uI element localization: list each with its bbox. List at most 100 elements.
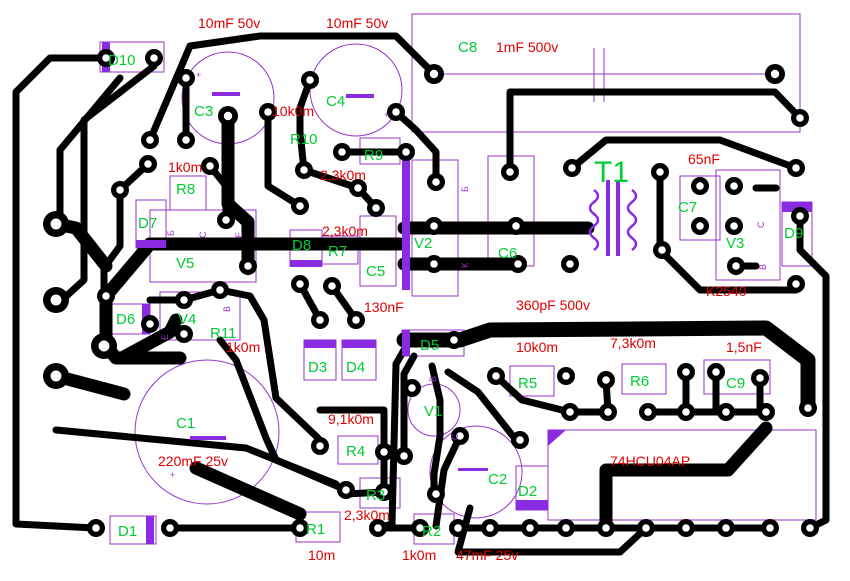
pad-drill-hole: [682, 408, 690, 416]
pad-drill-hole: [222, 216, 230, 224]
value-labels: 10mF 50v 10mF 50v 1mF 500v 10k0m 1k0m 2,…: [158, 15, 762, 563]
label-v2: V2: [414, 235, 432, 252]
t1-secondary-coil: [626, 189, 638, 251]
value-ic: 74HCU04AP: [610, 453, 690, 469]
pad-drill-hole: [296, 280, 304, 288]
trace-v1-center: [428, 362, 444, 498]
pad-drill-hole: [146, 320, 154, 328]
pad-drill-hole: [722, 524, 730, 532]
label-d8: D8: [292, 237, 311, 254]
pad-drill-hole: [50, 370, 62, 382]
value-r2: 1k0m: [402, 547, 436, 563]
c1-polarity-bar: [190, 436, 226, 440]
value-c5: 130nF: [364, 299, 404, 315]
pad-drill-hole: [316, 442, 324, 450]
pad-drill-hole: [770, 69, 780, 79]
pad-drill-hole: [306, 76, 314, 84]
pad-drill-hole: [456, 432, 464, 440]
pin-v5-c: С: [198, 231, 208, 238]
value-c3: 10mF 50v: [198, 15, 260, 31]
pad-drill-hole: [338, 148, 346, 156]
value-r1: 10m: [308, 547, 335, 563]
r6-outline: [621, 363, 667, 395]
d5-band: [402, 330, 410, 356]
pad-drill-hole: [216, 286, 224, 294]
trace-top-supply: [146, 32, 438, 144]
label-d7: D7: [138, 215, 157, 232]
pad-drill-hole: [352, 316, 360, 324]
pin-v5-e: Е: [234, 232, 244, 238]
pad-drill-hole: [602, 524, 610, 532]
pad-drill-hole: [562, 372, 570, 380]
pad-drill-hole: [806, 524, 814, 532]
label-c4: C4: [326, 93, 345, 110]
pad-drill-hole: [682, 368, 690, 376]
pad-drill-hole: [316, 316, 324, 324]
value-r8: 1k0m: [168, 159, 202, 175]
pad-drill-hole: [150, 54, 158, 62]
value-r7: 2,3k0m: [322, 223, 368, 239]
pad-drill-hole: [512, 222, 520, 230]
c3-polarity-bar: [212, 92, 240, 96]
trace-r4: [316, 406, 388, 456]
value-c9: 1,5nF: [726, 339, 762, 355]
pad-drill-hole: [264, 108, 272, 116]
label-r11: R11: [210, 325, 236, 342]
pad-drill-hole: [696, 222, 704, 230]
pad-drill-hole: [372, 204, 380, 212]
v3-outline: [715, 169, 781, 281]
label-r7: R7: [328, 243, 347, 260]
value-c2: 47mF 25v: [456, 547, 518, 563]
value-c4: 10mF 50v: [326, 15, 388, 31]
label-c6: C6: [498, 245, 517, 262]
label-d2: D2: [518, 483, 537, 500]
pad-drill-hole: [658, 246, 666, 254]
pin-labels: Б К С В Б С Е Е В В С + + +: [160, 70, 768, 480]
pad-drill-hole: [430, 222, 438, 230]
label-v1: V1: [424, 403, 442, 420]
pad-drill-hole: [102, 292, 110, 300]
trace-r5-r6: [492, 372, 574, 416]
pin-v5-b: Б: [166, 230, 176, 236]
pads: [43, 49, 819, 537]
pad-drill-hole: [116, 186, 124, 194]
trace-c7-link: [656, 168, 800, 294]
r5-outline: [509, 365, 555, 397]
ic-pin1-marker: [548, 430, 566, 446]
pad-drill-hole: [644, 408, 652, 416]
label-r5: R5: [518, 375, 537, 392]
label-r6: R6: [630, 373, 649, 390]
pad-drill-hole: [102, 54, 110, 62]
pad-drill-hole: [796, 114, 804, 122]
pad-drill-hole: [206, 162, 214, 170]
pad-drill-hole: [374, 524, 382, 532]
pad-drill-hole: [296, 202, 304, 210]
pad-drill-hole: [354, 184, 362, 192]
trace-r1-c1: [189, 461, 307, 521]
pad-drill-hole: [804, 404, 812, 412]
pad-drill-hole: [300, 166, 308, 174]
pad-drill-hole: [182, 136, 190, 144]
d8-band: [290, 260, 322, 267]
pad-drill-hole: [568, 164, 576, 172]
label-c8: C8: [458, 39, 477, 56]
pad-drill-hole: [432, 178, 440, 186]
label-d4: D4: [346, 359, 365, 376]
d3-band: [304, 340, 336, 348]
pad-drill-hole: [516, 436, 524, 444]
pad-drill-hole: [602, 376, 610, 384]
c7-outline: [679, 175, 721, 241]
label-c5: C5: [366, 263, 385, 280]
trace-c1-plus: [115, 313, 183, 365]
trace-t1-top: [568, 136, 800, 172]
label-d1: D1: [118, 523, 137, 540]
value-r11: 1k0m: [226, 339, 260, 355]
trace-left-loop: [12, 54, 110, 532]
pad-drill-hole: [506, 168, 514, 176]
pad-drill-hole: [400, 452, 408, 460]
designator-labels: D10 C3 C4 R10 R9 C8 R8 D7 D8 R7 C5 V2 C6…: [108, 39, 803, 540]
pad-drill-hole: [144, 160, 152, 168]
pad-drill-hole: [730, 182, 738, 190]
pad-drill-hole: [182, 74, 190, 82]
label-c2: C2: [488, 471, 507, 488]
